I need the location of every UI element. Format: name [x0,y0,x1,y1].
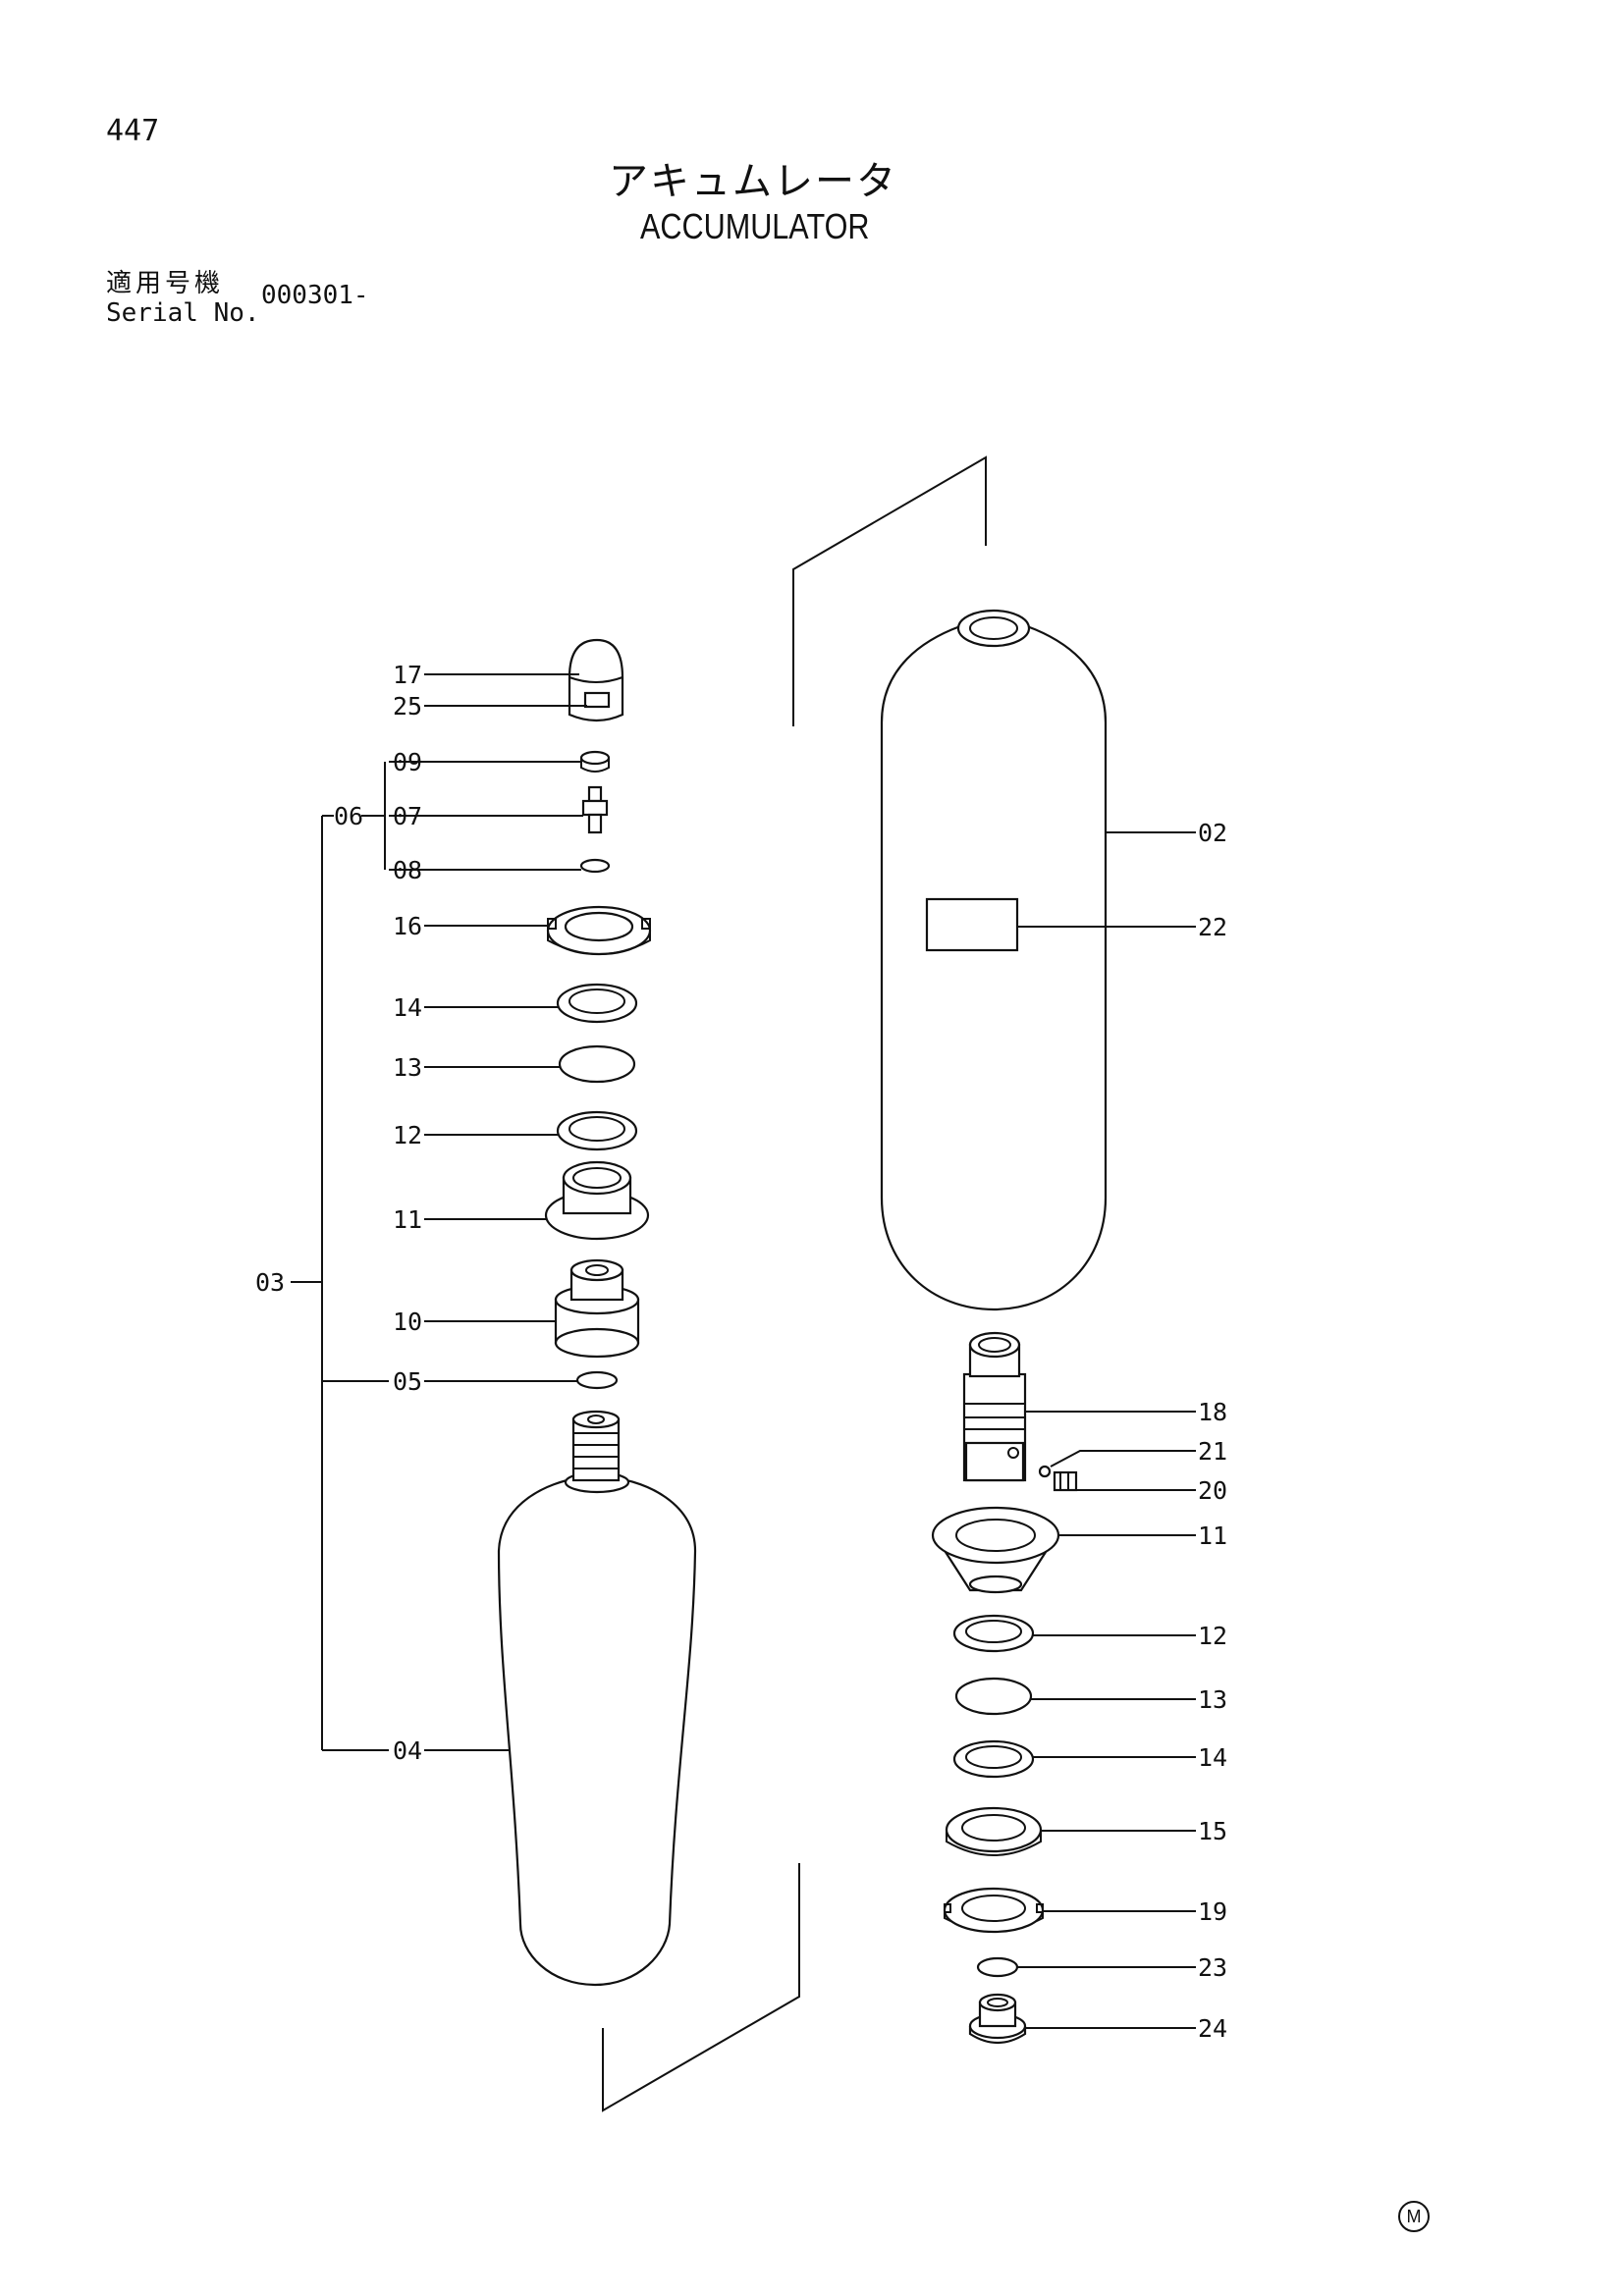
part-08-o-ring [579,858,611,874]
part-21-seal [1038,1465,1052,1478]
title-japanese: アキュムレータ [609,159,897,204]
part-19-ring [943,1887,1045,1934]
callout-left-10: 10 [393,1308,422,1336]
callout-left-05: 05 [393,1367,422,1396]
serial-number-value: 000301- [261,281,369,310]
callout-left-06: 06 [334,802,363,830]
part-10-bushing [554,1258,640,1359]
callout-right-23: 23 [1198,1953,1227,1982]
part-12-right-ring [952,1614,1035,1653]
callout-left-03: 03 [255,1268,285,1297]
callout-left-17: 17 [393,661,422,689]
part-14-right-ring [952,1739,1035,1779]
part-13-right-disc [954,1677,1033,1716]
callout-left-08: 08 [393,856,422,884]
callout-right-24: 24 [1198,2014,1227,2043]
callout-left-07: 07 [393,802,422,830]
callout-right-14: 14 [1198,1743,1227,1772]
callout-right-18: 18 [1198,1398,1227,1426]
part-23-o-ring [976,1956,1019,1978]
part-22-label-plate [925,897,1019,952]
callout-left-16: 16 [393,912,422,940]
callout-right-13: 13 [1198,1685,1227,1714]
part-18-port-body [962,1331,1027,1482]
serial-label-english: Serial No. [106,298,260,328]
part-12-ring [556,1110,638,1151]
callout-right-19: 19 [1198,1897,1227,1926]
part-16-flange [546,905,652,956]
part-09-seal [579,750,611,773]
circled-m-mark: M [1398,2201,1430,2232]
part-17-cap [568,638,624,722]
serial-label-japanese: 適用号機 [106,269,225,298]
callout-right-02: 02 [1198,819,1227,847]
part-11-seat [544,1160,650,1241]
part-11-right-seat [931,1506,1060,1594]
break-line-top [792,455,987,726]
callout-right-12: 12 [1198,1622,1227,1650]
left-leader-lines [291,673,587,1751]
callout-left-12: 12 [393,1121,422,1149]
part-15-ring [945,1806,1043,1856]
callout-left-25: 25 [393,692,422,721]
part-20-plug [1053,1470,1078,1492]
callout-left-09: 09 [393,748,422,776]
part-24-nut [968,1993,1027,2045]
callout-right-11: 11 [1198,1522,1227,1550]
break-line-bottom [602,1863,800,2112]
right-leader-lines [1017,831,1196,2029]
part-04-bladder [497,1410,697,1987]
callout-left-11: 11 [393,1205,422,1234]
part-13-disc [558,1044,636,1084]
part-14-ring [556,983,638,1024]
page-number: 447 [106,114,160,148]
part-05-o-ring [575,1370,619,1390]
callout-left-13: 13 [393,1053,422,1082]
callout-right-22: 22 [1198,913,1227,941]
part-07-valve [581,785,609,834]
callout-right-21: 21 [1198,1437,1227,1466]
callout-left-04: 04 [393,1736,422,1765]
callout-right-15: 15 [1198,1817,1227,1845]
callout-left-14: 14 [393,993,422,1022]
part-02-shell [880,609,1108,1311]
title-english: ACCUMULATOR [640,206,870,246]
callout-right-20: 20 [1198,1476,1227,1505]
